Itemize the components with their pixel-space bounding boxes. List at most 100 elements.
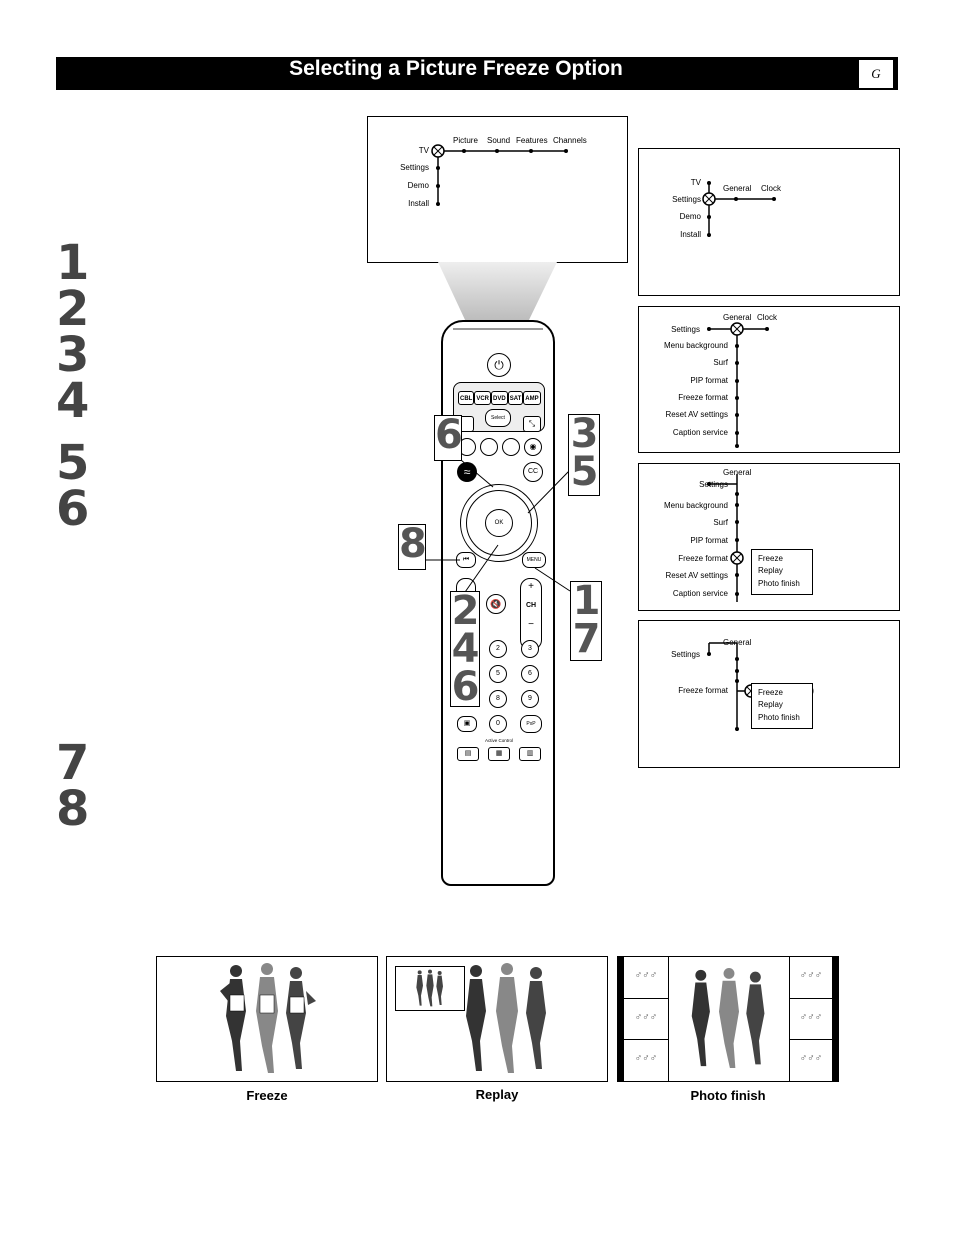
digit-8-button[interactable]: 8 [489,690,507,708]
menu-item-install: Install [408,199,429,208]
menu-button[interactable]: MENU [522,552,546,568]
step-numbers-5-6: 5 6 [56,435,89,537]
source-button-dvd[interactable]: DVD [491,391,508,405]
menu-item-install: Install [680,230,701,239]
menu-item-demo: Demo [679,212,701,221]
navigation-ring[interactable]: OK [460,484,538,562]
submenu-item-replay: Replay [758,700,783,709]
remote-ir-window [453,328,543,330]
digit-6-button[interactable]: 6 [521,665,539,683]
replay-inset-window [395,966,465,1011]
menu-item-reset-av: Reset AV settings [665,571,728,580]
caption-replay: Replay [475,1087,519,1102]
menu-item-surf: Surf [713,358,728,367]
menu-item-picture: Picture [453,136,478,145]
digit-5-button[interactable]: 5 [489,665,507,683]
menu-item-features: Features [516,136,548,145]
record-button[interactable]: ◉ [524,438,542,456]
channel-label: CH [525,602,537,609]
channel-rocker[interactable]: + CH − [520,578,542,650]
cursor-pad[interactable] [466,490,532,556]
menu-item-caption-service: Caption service [672,589,728,598]
menu-item-freeze-format: Freeze format [678,686,728,695]
channel-up-label: + [528,581,534,592]
source-button-cbl[interactable]: CBL [458,391,475,405]
menu-item-general: General [723,638,752,647]
digit-2-button[interactable]: 2 [489,640,507,658]
runners-inset-illustration [416,969,443,1007]
freeze-submenu: Freeze Replay Photo finish [751,549,813,595]
photo-finish-right-strip: ♂♂♂ ♂♂♂ ♂♂♂ [790,957,832,1081]
menu-item-freeze-format: Freeze format [678,393,728,402]
submenu-item-photo-finish: Photo finish [758,713,800,722]
thumbnail-icon: ♂♂♂ [790,957,832,998]
freeze-example-image [156,956,378,1082]
step-numbers-7-8: 7 8 [56,735,89,837]
remote-control: ⏻ CBL VCR DVD SAT AMP Select ⤡ ◉ ≈ CC OK… [441,320,555,886]
stop-button[interactable] [480,438,498,456]
runners-illustration [691,968,765,1068]
info-icon[interactable]: ▤ [457,747,479,761]
source-buttons: CBL VCR DVD SAT AMP [458,391,541,405]
menu-item-tv: TV [418,146,429,155]
thumbnail-icon: ♂♂♂ [624,957,668,998]
menu-item-tv: TV [690,178,701,187]
menu-item-settings: Settings [699,480,728,489]
menu-tree-lines [707,322,769,448]
screen-format-icon[interactable]: ▣ [457,716,477,732]
multi-window-icon[interactable]: ▥ [519,747,541,761]
menu-item-caption-service: Caption service [672,428,728,437]
menu-item-general: General [723,468,752,477]
menu-item-demo: Demo [407,181,429,190]
ok-button[interactable]: OK [485,509,513,537]
cc-button[interactable]: CC [523,462,543,482]
source-button-sat[interactable]: SAT [507,391,524,405]
callout-step-6-top: 6 [434,415,463,461]
caption-freeze: Freeze [246,1088,288,1103]
caption-photo-finish: Photo finish [690,1088,766,1103]
pip-button[interactable]: PxP [520,715,542,733]
submenu-item-photo-finish: Photo finish [758,579,800,588]
step-group-3: 7 8 [56,735,89,837]
channel-down-label: − [528,619,534,630]
menu-item-clock: Clock [757,313,778,322]
power-icon[interactable]: ⏻ [487,353,511,377]
mute-icon[interactable]: 🔇 [486,594,506,614]
remote-light-beam [438,262,557,322]
play-button[interactable] [502,438,520,456]
photo-finish-left-strip: ♂♂♂ ♂♂♂ ♂♂♂ [624,957,668,1081]
thumbnail-icon: ♂♂♂ [790,998,832,1040]
menu-item-menu-background: Menu background [663,341,728,350]
menu-item-sound: Sound [487,136,511,145]
menu-item-general: General [723,313,752,322]
submenu-item-replay: Replay [758,566,783,575]
menu-item-freeze-format: Freeze format [678,554,728,563]
menu-item-settings: Settings [671,325,700,334]
active-control-icon[interactable]: ▦ [488,747,510,761]
submenu-item-freeze: Freeze [758,554,783,563]
replay-example-image [386,956,608,1082]
digit-9-button[interactable]: 9 [521,690,539,708]
runners-illustration [466,963,546,1073]
digit-0-button[interactable]: 0 [489,715,507,733]
philips-logo-icon[interactable]: ≈ [457,462,477,482]
menu-screen-settings: TV Settings Demo Install General Clock [638,148,900,296]
thumbnail-icon: ♂♂♂ [624,998,668,1040]
select-button[interactable]: Select [485,409,511,427]
step-group-1: 1 2 3 4 [56,235,89,429]
swap-icon[interactable]: ⤡ [523,416,541,432]
source-button-vcr[interactable]: VCR [474,391,492,405]
thumbnail-icon: ♂♂♂ [790,1040,832,1081]
menu-screen-freeze-selected: General Settings Freeze format Freeze Re… [638,620,900,768]
section-letter: G [858,59,894,89]
menu-item-settings: Settings [400,163,429,172]
source-button-amp[interactable]: AMP [523,391,541,405]
step-group-2: 5 6 [56,435,89,537]
digit-3-button[interactable]: 3 [521,640,539,658]
freeze-submenu: Freeze Replay Photo finish [751,683,813,729]
menu-item-channels: Channels [553,136,587,145]
page-header: Selecting a Picture Freeze Option G [56,57,898,90]
submenu-item-freeze: Freeze [758,688,783,697]
menu-item-settings: Settings [671,650,700,659]
callout-step-8: 8 [398,524,427,570]
